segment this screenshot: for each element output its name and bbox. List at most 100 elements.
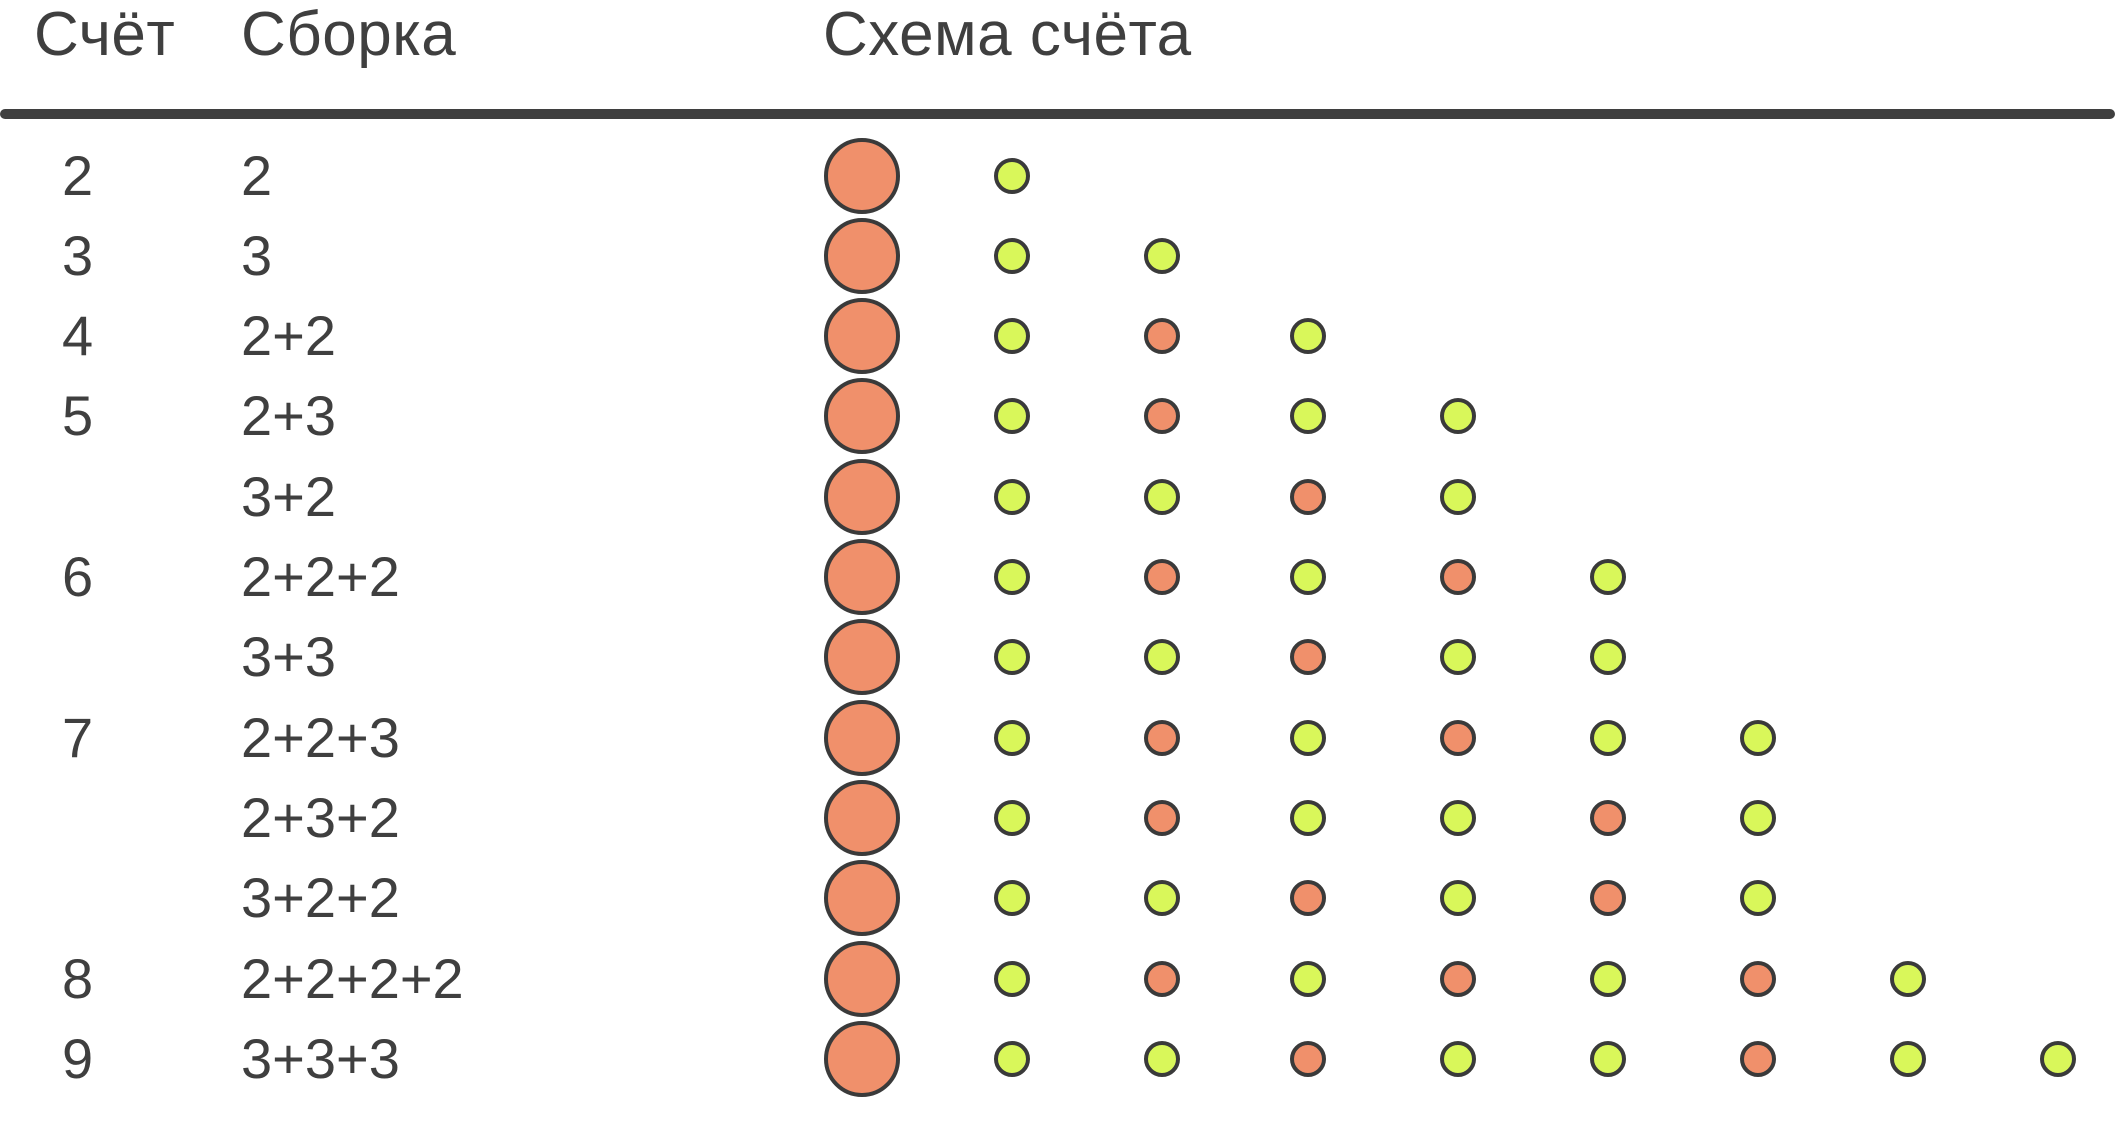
accent-beat-dot [1590, 880, 1626, 916]
build-value: 2+3+2 [241, 786, 400, 849]
downbeat-circle [824, 860, 900, 936]
accent-beat-dot [1144, 398, 1180, 434]
downbeat-circle [824, 1021, 900, 1097]
beat-dot [1740, 800, 1776, 836]
beat-dot [1144, 1041, 1180, 1077]
downbeat-circle [824, 298, 900, 374]
beat-dot [1590, 559, 1626, 595]
beat-dot [1590, 720, 1626, 756]
count-value: 8 [62, 947, 94, 1010]
count-value: 7 [62, 706, 94, 769]
downbeat-circle [824, 780, 900, 856]
count-scheme [0, 136, 2115, 216]
count-scheme [0, 216, 2115, 296]
table-row: 9 3+3+3 [0, 1019, 2115, 1099]
build-value: 3 [241, 224, 273, 287]
accent-beat-dot [1440, 559, 1476, 595]
beat-dot [1290, 398, 1326, 434]
count-value: 3 [62, 224, 94, 287]
build-value: 2 [241, 144, 273, 207]
beat-dot [1590, 1041, 1626, 1077]
beat-dot [994, 238, 1030, 274]
count-value: 5 [62, 384, 94, 447]
downbeat-circle [824, 619, 900, 695]
count-scheme [0, 376, 2115, 456]
beat-dot [1740, 880, 1776, 916]
build-value: 3+3+3 [241, 1027, 400, 1090]
count-value: 9 [62, 1027, 94, 1090]
beat-dot [1144, 639, 1180, 675]
beat-dot [1590, 961, 1626, 997]
beat-dot [1440, 1041, 1476, 1077]
beat-dot [1740, 720, 1776, 756]
table-row: 3+2+2 [0, 858, 2115, 938]
build-value: 2+3 [241, 384, 336, 447]
downbeat-circle [824, 218, 900, 294]
build-value: 2+2+2 [241, 545, 400, 608]
table-row: 6 2+2+2 [0, 537, 2115, 617]
build-value: 3+3 [241, 625, 336, 688]
beat-dot [1440, 479, 1476, 515]
beat-dot [1144, 238, 1180, 274]
build-value: 2+2+3 [241, 706, 400, 769]
beat-dot [994, 318, 1030, 354]
count-value: 6 [62, 545, 94, 608]
accent-beat-dot [1144, 559, 1180, 595]
downbeat-circle [824, 459, 900, 535]
beat-dot [1290, 559, 1326, 595]
build-value: 2+2 [241, 304, 336, 367]
accent-beat-dot [1144, 720, 1180, 756]
count-scheme [0, 698, 2115, 778]
beat-dot [1144, 479, 1180, 515]
accent-beat-dot [1290, 1041, 1326, 1077]
table-row: 5 2+3 [0, 376, 2115, 456]
beat-dot [994, 961, 1030, 997]
beat-dot [994, 720, 1030, 756]
beat-dot [994, 639, 1030, 675]
count-scheme [0, 778, 2115, 858]
accent-beat-dot [1144, 318, 1180, 354]
build-value: 2+2+2+2 [241, 947, 464, 1010]
beat-dot [994, 158, 1030, 194]
table-row: 3+2 [0, 457, 2115, 537]
count-scheme [0, 617, 2115, 697]
beat-dot [1590, 639, 1626, 675]
count-scheme [0, 858, 2115, 938]
downbeat-circle [824, 138, 900, 214]
table-row: 7 2+2+3 [0, 698, 2115, 778]
beat-dot [994, 1041, 1030, 1077]
build-value: 3+2 [241, 465, 336, 528]
beat-dot [1290, 318, 1326, 354]
accent-beat-dot [1440, 720, 1476, 756]
table-row: 2+3+2 [0, 778, 2115, 858]
table-header: Счёт Сборка Схема счёта [0, 0, 2115, 80]
beat-dot [994, 559, 1030, 595]
beat-dot [994, 398, 1030, 434]
beat-dot [1890, 1041, 1926, 1077]
beat-dot [994, 479, 1030, 515]
beat-dot [1440, 639, 1476, 675]
build-column-header: Сборка [241, 0, 457, 69]
accent-beat-dot [1590, 800, 1626, 836]
count-scheme [0, 296, 2115, 376]
beat-dot [1440, 398, 1476, 434]
accent-beat-dot [1740, 1041, 1776, 1077]
beat-dot [1290, 800, 1326, 836]
table-row: 8 2+2+2+2 [0, 939, 2115, 1019]
beat-dot [1290, 720, 1326, 756]
beat-dot [994, 800, 1030, 836]
beat-dot [994, 880, 1030, 916]
count-value: 2 [62, 144, 94, 207]
beat-dot [1440, 800, 1476, 836]
build-value: 3+2+2 [241, 866, 400, 929]
count-scheme [0, 457, 2115, 537]
count-scheme [0, 939, 2115, 1019]
count-column-header: Счёт [34, 0, 176, 69]
beat-dot [2040, 1041, 2076, 1077]
downbeat-circle [824, 539, 900, 615]
accent-beat-dot [1740, 961, 1776, 997]
downbeat-circle [824, 378, 900, 454]
count-scheme [0, 1019, 2115, 1099]
